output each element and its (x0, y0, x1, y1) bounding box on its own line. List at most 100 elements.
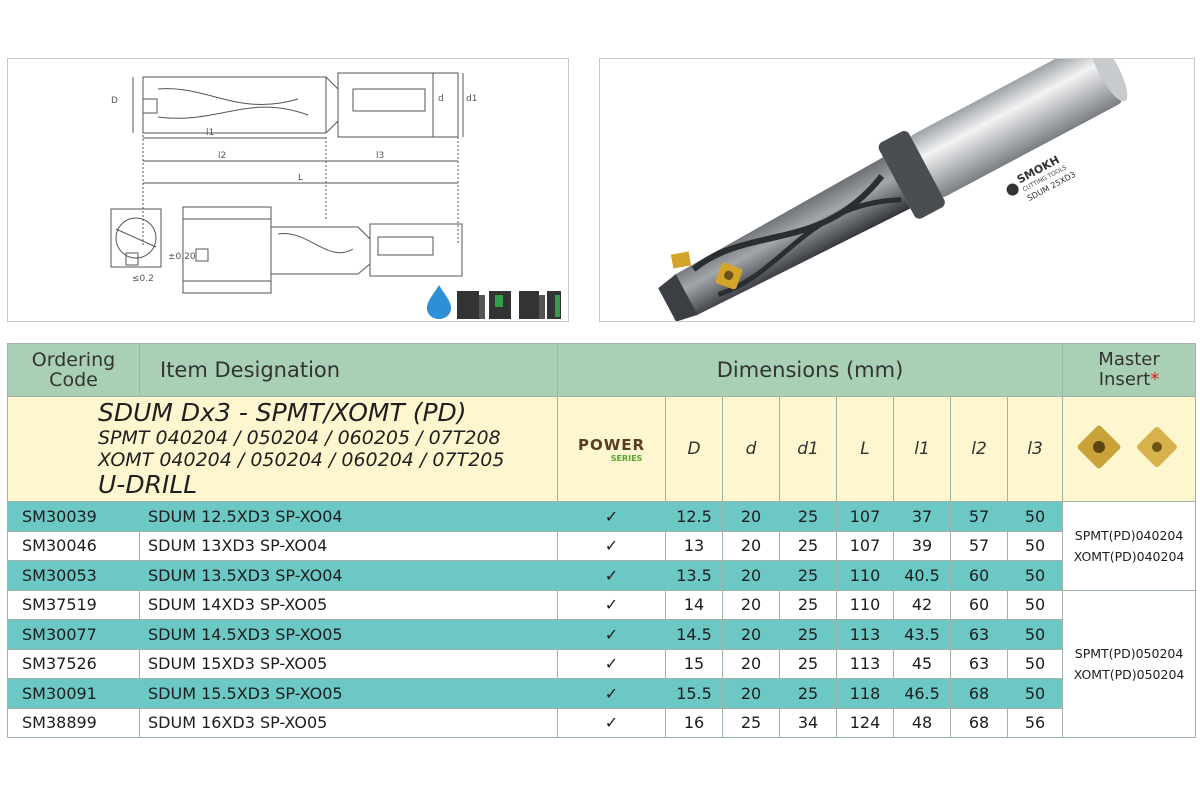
dim-header-l2: l2 (950, 396, 1008, 502)
master-insert-images (1062, 396, 1197, 502)
row-ordering-code: SM38899 (7, 707, 140, 738)
cell-d: 20 (722, 648, 780, 679)
dim-header-L: L (836, 396, 894, 502)
cell-d: 25 (722, 707, 780, 738)
power-logo-text: POWER (577, 435, 646, 454)
cell-l3: 50 (1006, 560, 1064, 591)
cell-d1: 25 (779, 560, 837, 591)
row-ordering-code: SM37519 (7, 589, 140, 620)
cell-d: 20 (722, 560, 780, 591)
cell-L: 110 (836, 560, 894, 591)
coolant-drop-icon (427, 285, 451, 319)
dim-angle-label: ≤0.2 (132, 274, 154, 284)
cell-l1: 43.5 (893, 619, 951, 650)
cell-l1: 42 (893, 589, 951, 620)
dim-L-label: L (298, 173, 303, 183)
cell-L: 107 (836, 501, 894, 532)
dim-header-l3: l3 (1006, 396, 1064, 502)
cell-l3: 50 (1006, 678, 1064, 709)
cell-d: 20 (722, 619, 780, 650)
cell-l1: 39 (893, 530, 951, 561)
product-photo-panel: SMOKH CUTTING TOOLS SDUM 25XD3 (599, 38, 1195, 322)
table-row: SM30046 SDUM 13XD3 SP-XO04 ✓ 13 20 25 10… (7, 530, 1196, 561)
dim-l1-label: l1 (206, 128, 214, 138)
row-designation: SDUM 15XD3 SP-XO05 (139, 648, 558, 679)
table-row: SM30039 SDUM 12.5XD3 SP-XO04 ✓ 12.5 20 2… (7, 501, 1197, 591)
dim-header-d1: d1 (779, 396, 837, 502)
check-icon: ✓ (557, 501, 666, 532)
dim-header-D: D (665, 396, 723, 502)
cell-D: 16 (665, 707, 723, 738)
insert-icon-3 (519, 291, 539, 319)
row-ordering-code: SM30077 (7, 619, 140, 650)
cell-D: 13.5 (665, 560, 723, 591)
u-drill-photo: SMOKH CUTTING TOOLS SDUM 25XD3 (658, 38, 1128, 322)
row-ordering-code: SM30039 (7, 501, 140, 532)
row-ordering-code: SM30046 (7, 530, 140, 561)
cell-L: 113 (836, 619, 894, 650)
row-designation: SDUM 16XD3 SP-XO05 (139, 707, 558, 738)
cell-l2: 68 (950, 707, 1008, 738)
cell-d: 20 (722, 589, 780, 620)
dim-tolerance-label: ±0.20 (168, 252, 196, 262)
cell-D: 13 (665, 530, 723, 561)
cell-d1: 25 (779, 648, 837, 679)
row-ordering-code: SM30053 (7, 560, 140, 591)
cell-L: 107 (836, 530, 894, 561)
cell-D: 14 (665, 589, 723, 620)
cell-l1: 45 (893, 648, 951, 679)
title-line-2: SPMT 040204 / 050204 / 060205 / 07T208 (98, 427, 501, 449)
cell-l3: 50 (1006, 648, 1064, 679)
row-designation: SDUM 13.5XD3 SP-XO04 (139, 560, 558, 591)
cell-l2: 57 (950, 501, 1008, 532)
check-icon: ✓ (557, 678, 666, 709)
series-logo-text: SERIES (610, 453, 643, 463)
dim-l3-label: l3 (376, 151, 384, 161)
row-designation: SDUM 12.5XD3 SP-XO04 (139, 501, 558, 532)
table-row: SM30091 SDUM 15.5XD3 SP-XO05 ✓ 15.5 20 2… (7, 678, 1196, 709)
row-designation: SDUM 14.5XD3 SP-XO05 (139, 619, 558, 650)
brand-logo-icon (1006, 183, 1019, 196)
cell-d1: 25 (779, 530, 837, 561)
cell-D: 14.5 (665, 619, 723, 650)
cell-l3: 50 (1006, 619, 1064, 650)
cell-L: 113 (836, 648, 894, 679)
cell-l2: 68 (950, 678, 1008, 709)
power-series-logo: POWER SERIES (557, 396, 666, 502)
check-icon: ✓ (557, 707, 666, 738)
cell-l2: 60 (950, 589, 1008, 620)
check-icon: ✓ (557, 648, 666, 679)
cell-D: 15.5 (665, 678, 723, 709)
table-row: SM37519 SDUM 14XD3 SP-XO05 ✓ 14 20 25 11… (7, 589, 1197, 738)
drill-dimension-drawing: D d d1 l1 l2 l3 L ±0.20 ≤0.2 (110, 72, 477, 294)
check-icon: ✓ (557, 560, 666, 591)
cell-l1: 40.5 (893, 560, 951, 591)
cell-d: 20 (722, 530, 780, 561)
table-row: SM30077 SDUM 14.5XD3 SP-XO05 ✓ 14.5 20 2… (7, 619, 1196, 650)
cell-D: 15 (665, 648, 723, 679)
cell-l2: 60 (950, 560, 1008, 591)
dim-d1-label: d1 (466, 94, 477, 104)
product-title-row: SDUM Dx3 - SPMT/XOMT (PD) SPMT 040204 / … (7, 396, 1197, 502)
table-row: SM38899 SDUM 16XD3 SP-XO05 ✓ 16 25 34 12… (7, 707, 1196, 738)
cell-l1: 48 (893, 707, 951, 738)
cell-L: 110 (836, 589, 894, 620)
title-line-3: XOMT 040204 / 050204 / 060204 / 07T205 (98, 449, 505, 471)
product-title-cell: SDUM Dx3 - SPMT/XOMT (PD) SPMT 040204 / … (7, 396, 558, 502)
dim-header-d: d (722, 396, 780, 502)
cell-l3: 50 (1006, 530, 1064, 561)
cell-d1: 34 (779, 707, 837, 738)
header-item-designation: Item Designation (139, 343, 558, 397)
cell-l1: 37 (893, 501, 951, 532)
cell-D: 12.5 (665, 501, 723, 532)
cell-d: 20 (722, 678, 780, 709)
cell-l2: 63 (950, 619, 1008, 650)
cell-L: 118 (836, 678, 894, 709)
insert-images (1077, 425, 1178, 469)
